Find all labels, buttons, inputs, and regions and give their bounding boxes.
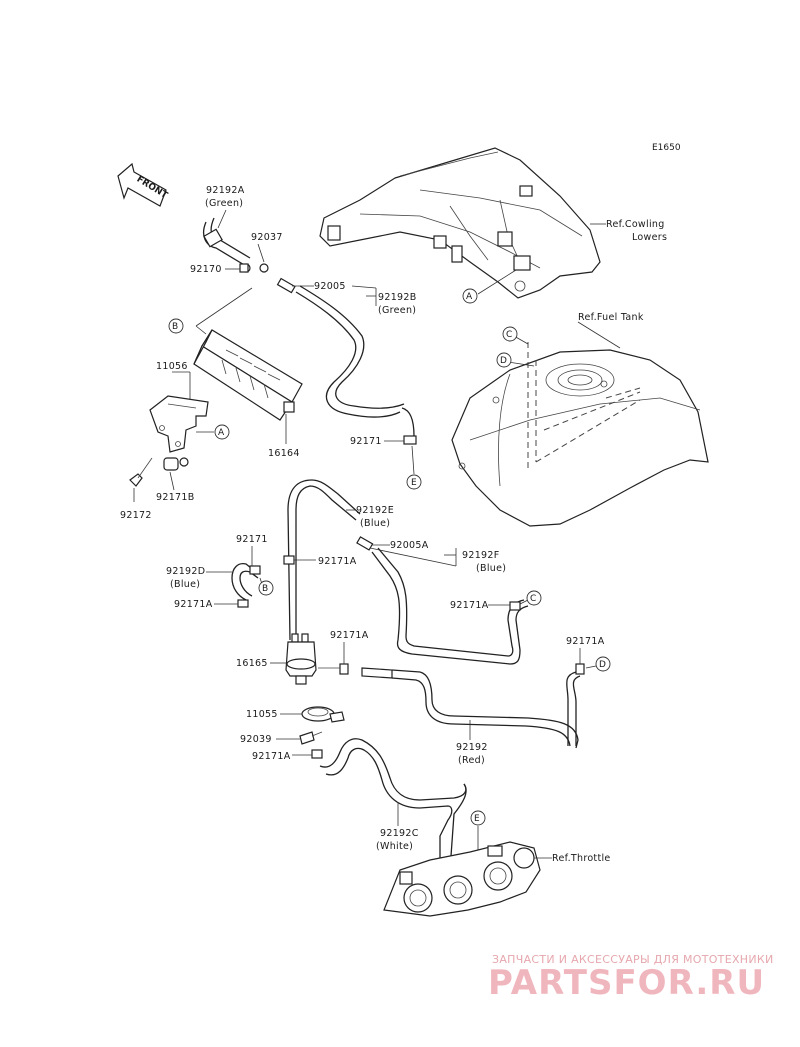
ref-cowling-label: Ref.Cowling [606,219,665,230]
part-92192e: 92192E [356,505,394,516]
callout-e-circle-throttle [470,810,486,826]
callout-d-circle-tank [496,352,512,368]
part-92171a-e: 92171A [318,556,357,567]
callout-b-circle-canister [168,318,184,334]
callout-a-circle-top [462,288,478,304]
callout-a-circle-bracket [214,424,230,440]
callout-a-bracket: A [218,428,225,438]
part-92170: 92170 [190,264,222,275]
screw-92039 [299,731,323,745]
clamp-92171a-left [237,599,249,608]
part-92192-red: 92192 [456,742,488,753]
callout-d-circle-hose [595,656,611,672]
part-92037: 92037 [251,232,283,243]
callout-b-circle-hose [258,580,274,596]
throttle-body-part [383,841,541,917]
canister-16164 [193,329,303,421]
clamp-92171a-center [339,663,349,675]
callout-c-hose: C [530,594,536,604]
filter-16165 [285,633,317,685]
part-92171a-left: 92171A [174,599,213,610]
part-92192b-color: (Green) [378,305,416,316]
callout-a-top: A [466,292,473,302]
screw-92172 [129,457,153,487]
part-16164: 16164 [268,448,300,459]
part-92171-top: 92171 [350,436,382,447]
grommet-92171b [163,457,189,471]
ref-throttle-label: Ref.Throttle [552,853,611,864]
callout-e-throttle: E [474,814,480,824]
part-92192c: 92192C [380,828,419,839]
clamp-92171-top [403,435,417,445]
callout-e-circle-tank [406,474,422,490]
part-92039: 92039 [240,734,272,745]
clamp-92171a-bottom [311,749,323,759]
part-92171a-center: 92171A [330,630,369,641]
front-arrow-icon: FRONT [117,162,170,207]
part-92005: 92005 [314,281,346,292]
clamp-92171a-d [575,663,585,675]
hose-92192-red [361,667,581,749]
part-16165: 16165 [236,658,268,669]
part-92192-red-color: (Red) [458,755,485,766]
ref-fuel-tank-label: Ref.Fuel Tank [578,312,644,323]
fitting-92005a [356,536,374,551]
callout-e-tank: E [411,478,417,488]
hose-92192d [231,562,261,601]
part-92171-mid: 92171 [236,534,268,545]
part-92192a: 92192A [206,185,245,196]
bracket-11056 [149,395,209,453]
clamp-92171a-c [509,601,521,611]
hose-92192f [371,547,529,665]
part-11056: 11056 [156,361,188,372]
clamp-92171a-e [283,555,295,565]
part-92192b: 92192B [378,292,417,303]
cowling-lowers-part [319,147,601,299]
part-92005a: 92005A [390,540,429,551]
part-92192f: 92192F [462,550,500,561]
part-92171a-bottom: 92171A [252,751,291,762]
ref-cowling-label-line2: Lowers [632,232,667,243]
part-92172: 92172 [120,510,152,521]
diagram-code: E1650 [652,143,681,153]
clamp-92170 [239,263,251,273]
hose-92192c [319,738,467,871]
part-92171b: 92171B [156,492,195,503]
callout-c-tank: C [506,330,512,340]
hose-92192a [202,217,251,267]
part-92192f-color: (Blue) [476,563,506,574]
part-92192c-color: (White) [376,841,413,852]
fuel-tank-part [451,342,709,527]
part-92192d: 92192D [166,566,205,577]
part-92192d-color: (Blue) [170,579,200,590]
part-92192a-color: (Green) [205,198,243,209]
watermark-line2: PARTSFOR.RU [488,963,765,1003]
callout-c-circle-hose [526,590,542,606]
part-11055: 11055 [246,709,278,720]
part-92171a-c: 92171A [450,600,489,611]
hose-92192e [287,479,361,641]
callout-c-circle-tank [502,326,518,342]
callout-d-hose: D [599,660,606,670]
bracket-11055 [301,706,345,723]
hose-92192b [295,285,415,437]
part-92192e-color: (Blue) [360,518,390,529]
callout-b-canister: B [172,322,178,332]
fitting-92005 [276,277,296,294]
part-92171a-d: 92171A [566,636,605,647]
watermark-line1: ЗАПЧАСТИ И АКСЕССУАРЫ ДЛЯ МОТОТЕХНИКИ [492,953,774,966]
callout-b-hose: B [262,584,268,594]
clamp-92037 [259,263,269,273]
callout-d-tank: D [500,356,507,366]
